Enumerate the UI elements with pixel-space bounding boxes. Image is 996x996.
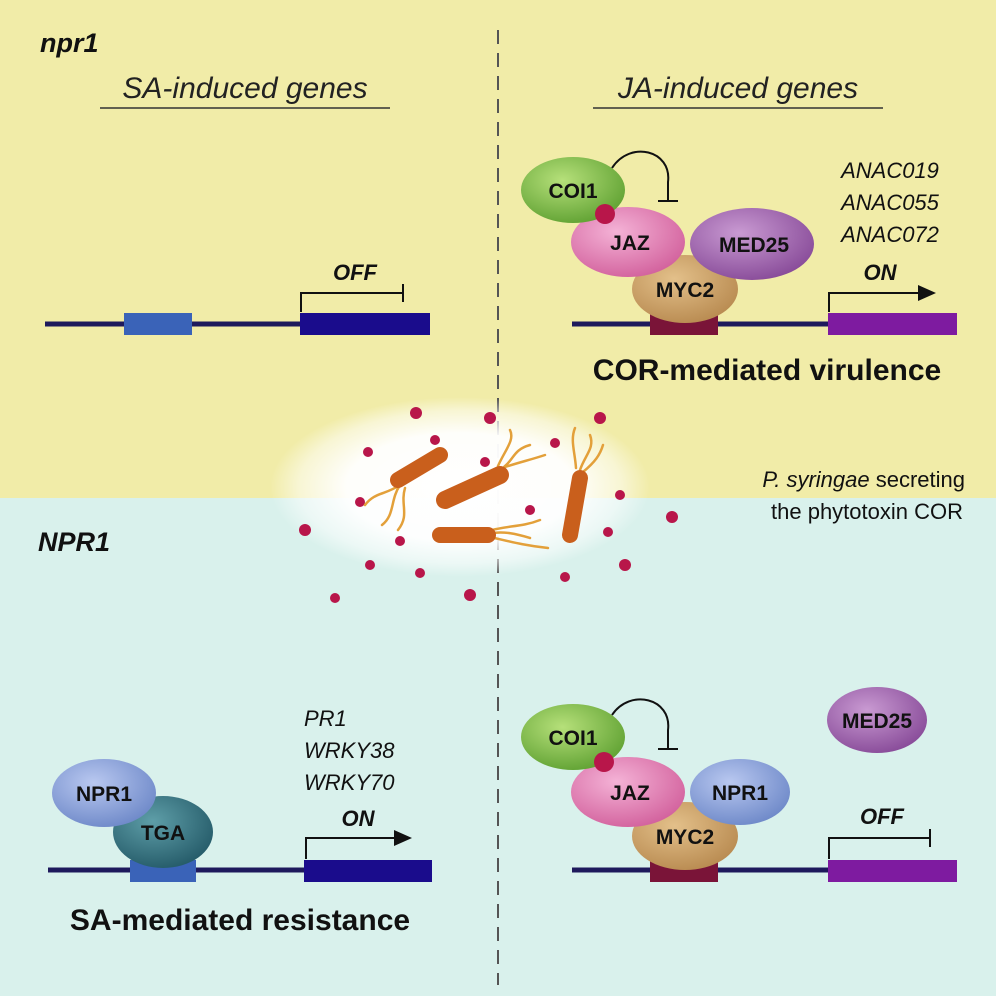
bacteria-note-line1: P. syringae secreting bbox=[762, 467, 965, 492]
sa-gene-3: WRKY70 bbox=[304, 770, 395, 795]
myc2-label: MYC2 bbox=[656, 279, 714, 302]
myc2-protein bbox=[632, 255, 738, 323]
ja-gene-2: ANAC055 bbox=[839, 190, 940, 215]
npr1-protein bbox=[690, 759, 790, 825]
top-left-state: OFF bbox=[333, 260, 378, 285]
tga-label: TGA bbox=[141, 822, 185, 845]
top-right-state: ON bbox=[864, 260, 898, 285]
off-promoter-icon bbox=[300, 284, 404, 312]
myc2-label: MYC2 bbox=[656, 826, 714, 849]
bottom-right-locus: OFF MYC2 NPR1 JAZ COI1 MED25 bbox=[521, 687, 957, 882]
npr1-protein bbox=[52, 759, 156, 827]
ja-gene-3: ANAC072 bbox=[839, 222, 939, 247]
inhibition-arc-icon bbox=[611, 698, 670, 748]
sa-gene-2: WRKY38 bbox=[304, 738, 395, 763]
ja-gene-1: ANAC019 bbox=[839, 158, 939, 183]
jaz-protein bbox=[571, 207, 685, 277]
top-left-locus: OFF bbox=[45, 260, 430, 335]
bottom-genotype-label: NPR1 bbox=[38, 527, 110, 557]
ja-heading: JA-induced genes bbox=[617, 72, 858, 105]
bottom-left-locus: PR1 WRKY38 WRKY70 ON TGA NPR1 SA-mediate… bbox=[48, 706, 432, 937]
free-med25-protein bbox=[827, 687, 927, 753]
sa-enhancer-box bbox=[124, 313, 192, 335]
ja-gene-box bbox=[828, 860, 957, 882]
sa-gene-1: PR1 bbox=[304, 706, 347, 731]
coi1-label: COI1 bbox=[548, 180, 597, 203]
species-name: P. syringae bbox=[762, 467, 869, 492]
sa-gene-box bbox=[304, 860, 432, 882]
top-genotype-label: npr1 bbox=[40, 28, 99, 58]
cor-molecule-icon bbox=[594, 752, 614, 772]
npr1-label: NPR1 bbox=[712, 782, 768, 805]
bottom-right-state: OFF bbox=[860, 804, 905, 829]
free-med25-label: MED25 bbox=[842, 710, 912, 733]
npr1-label: NPR1 bbox=[76, 783, 132, 806]
med25-protein bbox=[690, 208, 814, 280]
jaz-label: JAZ bbox=[610, 782, 650, 805]
top-right-caption: COR-mediated virulence bbox=[593, 354, 941, 387]
on-arrow-icon bbox=[828, 292, 922, 312]
jaz-label: JAZ bbox=[610, 232, 650, 255]
bacteria-note-line2: the phytotoxin COR bbox=[771, 499, 963, 524]
cor-molecule-icon bbox=[595, 204, 615, 224]
jaz-protein bbox=[571, 757, 685, 827]
note-rest: secreting bbox=[870, 467, 965, 492]
bottom-left-state: ON bbox=[342, 806, 376, 831]
ja-gene-box bbox=[828, 313, 957, 335]
bottom-left-caption: SA-mediated resistance bbox=[70, 904, 410, 937]
cor-particles bbox=[299, 407, 678, 603]
med25-label: MED25 bbox=[719, 234, 789, 257]
on-arrow-icon bbox=[305, 837, 395, 859]
arrowhead-icon bbox=[918, 285, 936, 301]
arrowhead-icon bbox=[394, 830, 412, 846]
sa-gene-box bbox=[300, 313, 430, 335]
coi1-label: COI1 bbox=[548, 727, 597, 750]
sa-heading: SA-induced genes bbox=[122, 72, 367, 105]
bacteria-icons bbox=[363, 426, 605, 550]
inhibition-arc-icon bbox=[611, 150, 670, 200]
off-promoter-icon bbox=[828, 829, 931, 859]
top-right-locus: ANAC019 ANAC055 ANAC072 ON MYC2 MED25 JA… bbox=[521, 150, 957, 387]
